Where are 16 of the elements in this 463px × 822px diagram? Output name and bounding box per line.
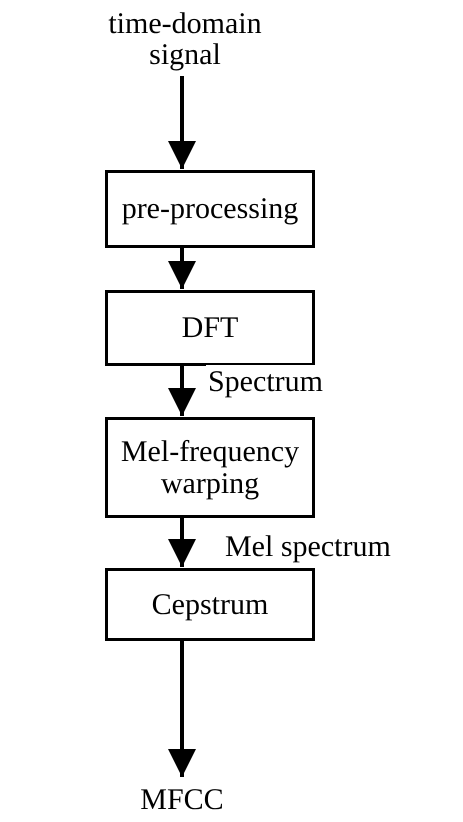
process-box [105,417,315,518]
process-box [105,170,315,248]
node-text: Mel-frequency warping [120,436,300,499]
node-text: time-domain signal [107,8,263,70]
process-box [105,290,315,366]
node-text: Cepstrum [152,588,268,620]
arrow [168,76,196,169]
node-text: pre-processing [122,193,298,225]
arrow [168,366,196,416]
arrow [168,641,196,777]
node-text: DFT [182,312,238,344]
process-box [105,568,315,641]
arrow [168,518,196,567]
arrow [168,248,196,289]
node-text: MFCC [140,784,224,816]
edge-label: Spectrum [206,365,325,399]
